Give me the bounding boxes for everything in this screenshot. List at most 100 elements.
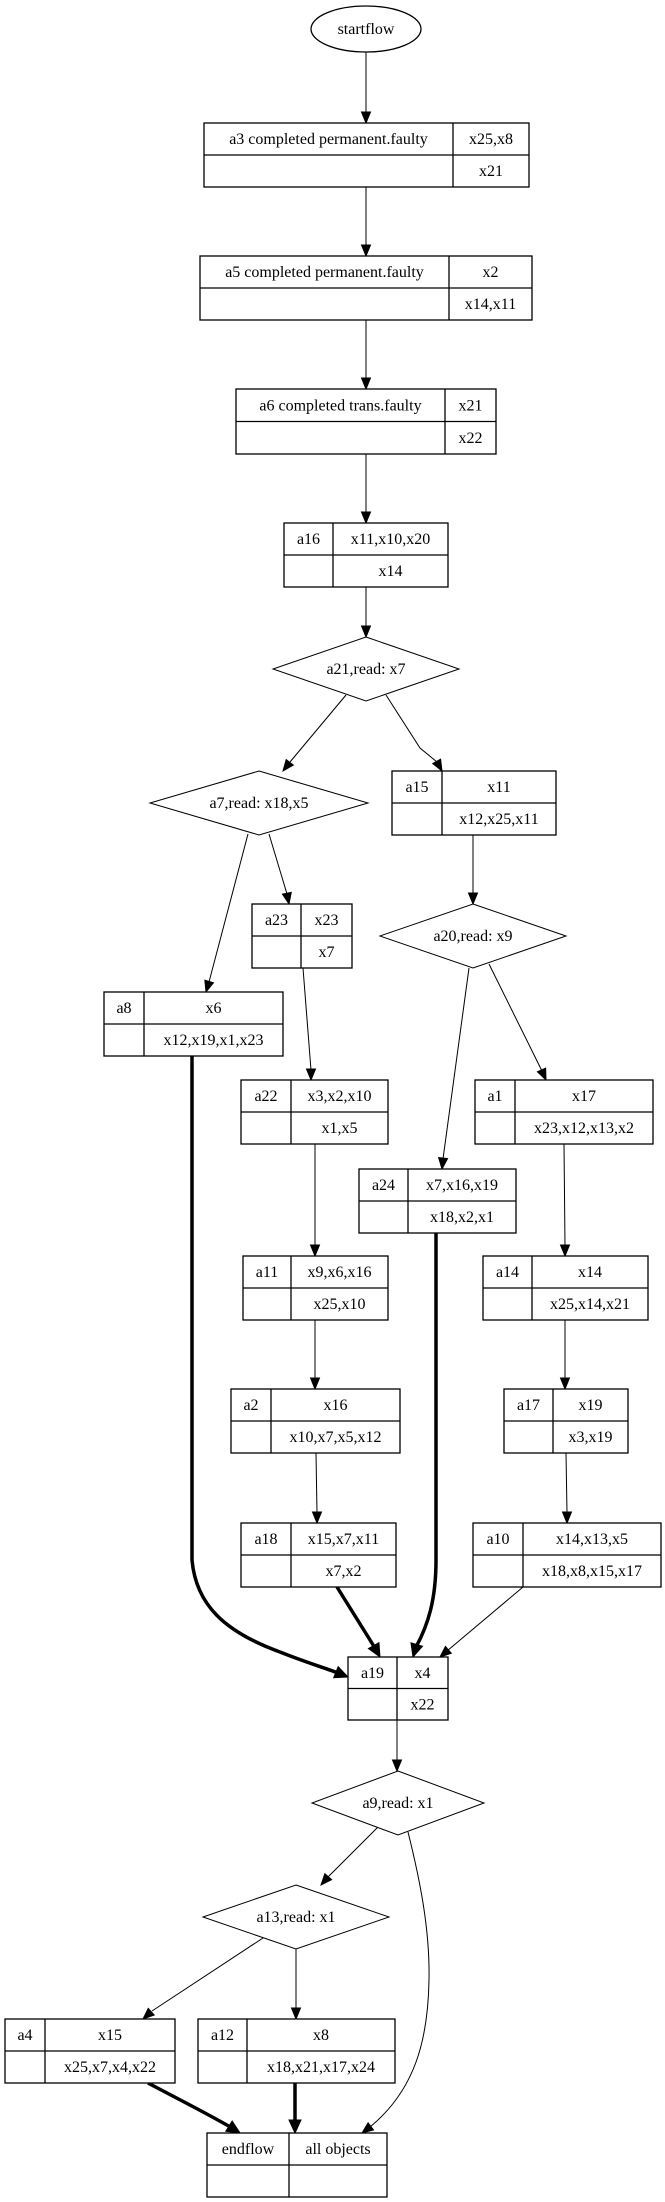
cell-activity-name: a12 — [211, 2027, 234, 2044]
node-a9[interactable]: a9,read: x1 — [310, 1770, 486, 1836]
arrowhead-icon — [332, 1665, 350, 1679]
edge-a20-a24 — [437, 967, 470, 1171]
edge-line — [385, 694, 438, 763]
cell-read-objects: x1,x5 — [322, 1120, 358, 1137]
edge-a24-a19 — [410, 1233, 438, 1659]
edge-a1-a14 — [559, 1143, 571, 1258]
arrowhead-icon — [309, 1377, 321, 1391]
edge-a16-a21 — [360, 587, 372, 639]
cell-read-objects: x18,x8,x15,x17 — [542, 1563, 642, 1580]
node-a17[interactable]: a17 x19 x3,x19 — [503, 1388, 629, 1454]
edge-a15-a20 — [467, 835, 479, 906]
arrowhead-icon — [437, 1157, 449, 1171]
cell-written-objects: x6 — [206, 1000, 222, 1017]
cell-read-objects: x14 — [379, 563, 403, 580]
arrowhead-icon — [360, 244, 372, 258]
cell-read-objects: x14,x11 — [465, 296, 516, 313]
edges-layer — [142, 52, 573, 2135]
edge-a12-endflow — [288, 2083, 302, 2135]
arrowhead-icon — [360, 377, 372, 391]
decision-label: a7,read: x18,x5 — [209, 795, 308, 812]
cell-read-objects: x21 — [479, 163, 503, 180]
edge-line — [369, 1831, 430, 2128]
node-a13[interactable]: a13,read: x1 — [201, 1884, 391, 1950]
node-a21[interactable]: a21,read: x7 — [271, 636, 461, 702]
cell-written-objects: x2 — [483, 264, 499, 281]
edge-line — [289, 694, 347, 763]
cell-written-objects: x23 — [315, 912, 339, 929]
cell-written-objects: x11,x10,x20 — [351, 531, 430, 548]
decision-diamond-shape — [148, 770, 370, 836]
cell-read-objects: x7,x2 — [326, 1563, 362, 1580]
edge-line — [565, 1452, 568, 1514]
arrowhead-icon — [142, 2007, 156, 2020]
decision-diamond-shape — [201, 1884, 391, 1950]
cell-written-objects: x19 — [579, 1397, 603, 1414]
edge-a5-a6 — [360, 320, 372, 391]
arrowhead-icon — [536, 1067, 547, 1082]
cell-written-objects: x4 — [415, 1665, 431, 1682]
cell-written-objects: x14,x13,x5 — [556, 1531, 628, 1548]
edge-line — [488, 963, 543, 1072]
cell-read-objects: x12,x19,x1,x23 — [164, 1032, 264, 1049]
cell-written-objects: x9,x6,x16 — [308, 1264, 372, 1281]
edge-a19-a9 — [391, 1720, 403, 1773]
node-endflow[interactable]: endflow all objects — [206, 2132, 388, 2198]
edge-a7-a23 — [268, 833, 292, 906]
cell-read-objects: x3,x19 — [569, 1429, 613, 1446]
cell-read-objects: x10,x7,x5,x12 — [290, 1429, 382, 1446]
edge-line — [414, 1233, 438, 1648]
edge-a3-a5 — [360, 187, 372, 258]
edge-a21-a7 — [282, 694, 347, 773]
arrowhead-icon — [559, 1377, 571, 1391]
edge-line — [151, 1937, 264, 2012]
node-label: startflow — [338, 21, 395, 38]
edge-line — [563, 1143, 566, 1247]
cell-read-objects: x18,x21,x17,x24 — [267, 2059, 375, 2076]
cell-read-objects: x22 — [459, 430, 483, 447]
arrowhead-icon — [224, 2120, 242, 2134]
cell-activity-name: a6 completed trans.faulty — [259, 397, 421, 414]
edge-a13-a12 — [290, 1949, 302, 2021]
arrowhead-icon — [311, 1511, 323, 1525]
edge-a7-a8 — [204, 833, 249, 994]
arrowhead-icon — [320, 1872, 333, 1886]
cell-activity-name: endflow — [222, 2141, 275, 2158]
arrowhead-icon — [204, 979, 215, 994]
cell-read-objects: x25,x14,x21 — [550, 1296, 630, 1313]
arrowhead-icon — [410, 1642, 424, 1659]
arrowhead-icon — [282, 758, 295, 773]
cell-written-objects: x25,x8 — [469, 131, 513, 148]
node-startflow[interactable]: startflow — [310, 5, 422, 53]
decision-diamond-shape — [271, 636, 461, 702]
cell-activity-name: a17 — [517, 1397, 540, 1414]
cell-written-objects: x7,x16,x19 — [426, 1177, 498, 1194]
node-a20[interactable]: a20,read: x9 — [378, 903, 568, 969]
cell-activity-name: a16 — [297, 531, 320, 548]
edge-a13-a4 — [142, 1937, 264, 2020]
cell-written-objects: x15 — [98, 2027, 122, 2044]
node-a7[interactable]: a7,read: x18,x5 — [148, 770, 370, 836]
decision-label: a21,read: x7 — [326, 661, 405, 678]
arrowhead-icon — [391, 1759, 403, 1773]
node-a16[interactable]: a16 x11,x10,x20 x14 — [283, 522, 449, 588]
cell-written-objects: all objects — [305, 2141, 370, 2158]
